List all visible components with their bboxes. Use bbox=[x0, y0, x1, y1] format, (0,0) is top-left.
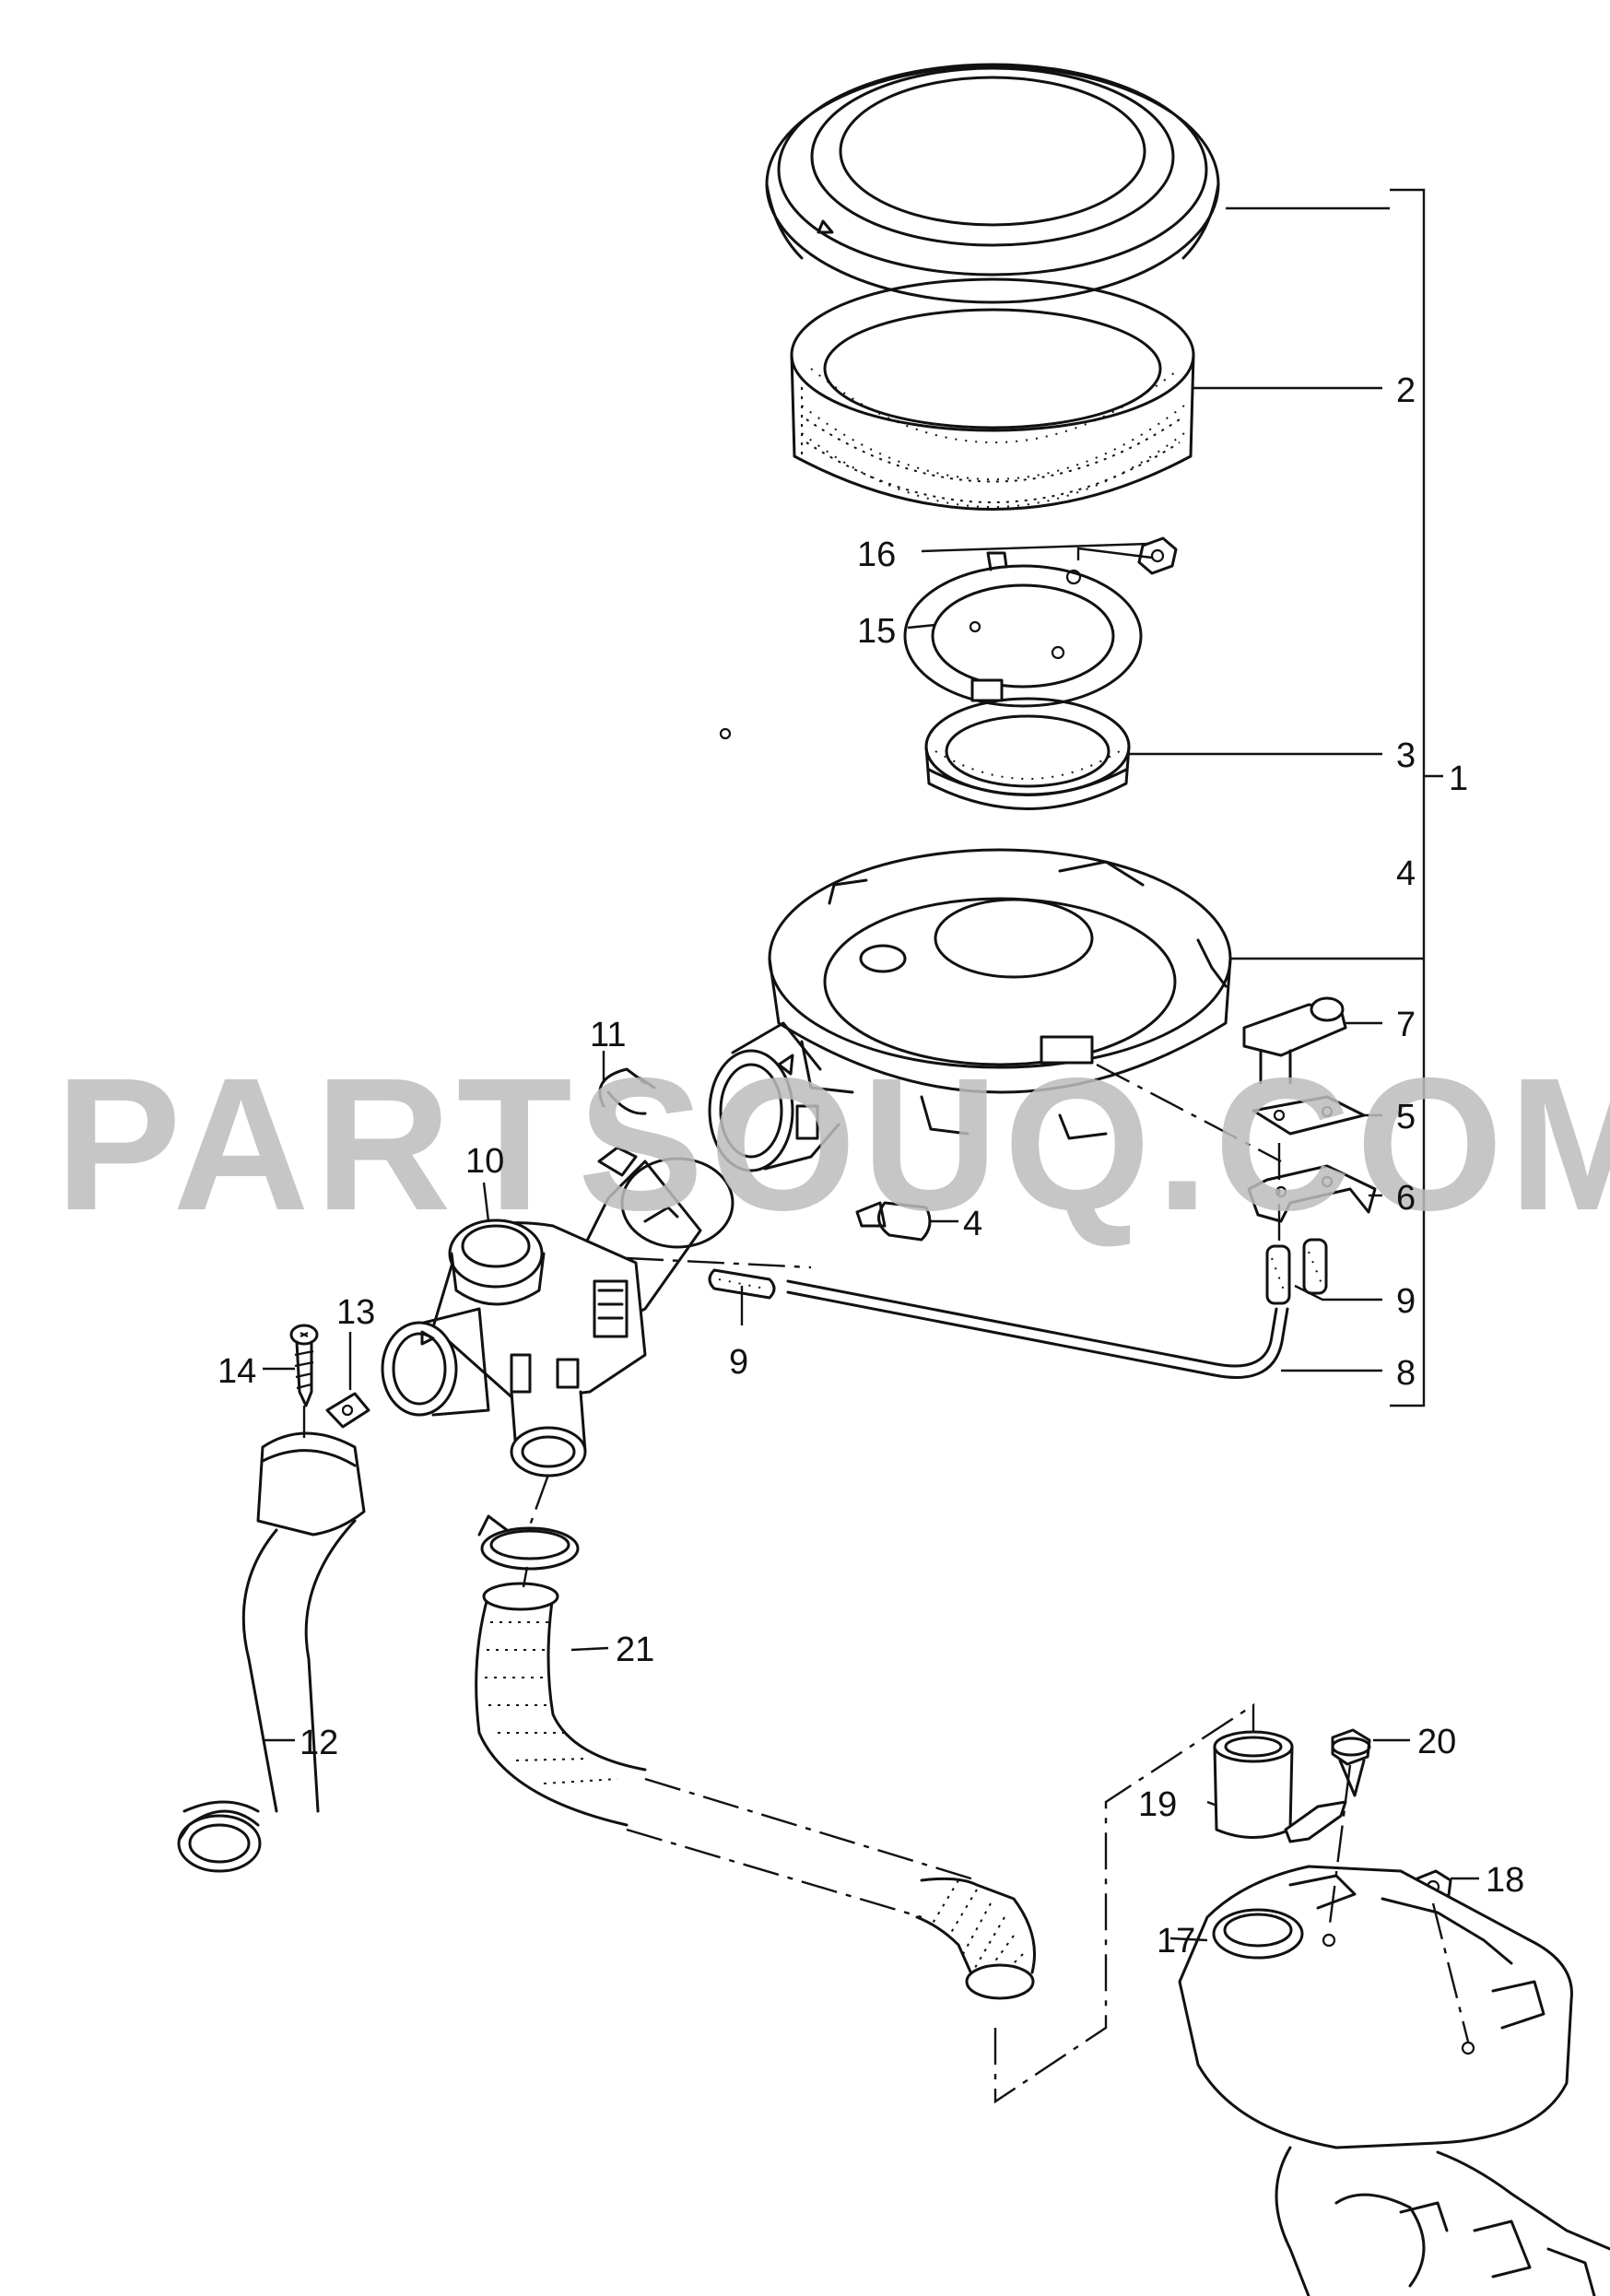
sealing-ring-part-3 bbox=[719, 678, 1131, 810]
callout-11: 11 bbox=[590, 1016, 626, 1054]
clip-part-4 bbox=[855, 1201, 932, 1242]
callout-21: 21 bbox=[616, 1631, 654, 1669]
callout-2: 2 bbox=[1396, 371, 1416, 410]
leader-lines bbox=[263, 206, 1479, 2043]
callout-15: 15 bbox=[857, 612, 896, 651]
callout-17: 17 bbox=[1157, 1922, 1195, 1960]
callout-4-clip: 4 bbox=[963, 1205, 982, 1243]
watermark-text: PARTSOUQ.COM bbox=[55, 1039, 1610, 1250]
callout-4-housing: 4 bbox=[1396, 854, 1416, 893]
callout-16: 16 bbox=[857, 536, 896, 574]
callout-14: 14 bbox=[217, 1352, 256, 1391]
callout-7: 7 bbox=[1396, 1006, 1416, 1044]
callout-6: 6 bbox=[1396, 1179, 1416, 1218]
sleeve-part-19 bbox=[1213, 1730, 1347, 1843]
shroud-part-17 bbox=[1178, 1865, 1610, 2296]
filter-lid-part bbox=[765, 63, 1220, 304]
corrugated-hose-part-21 bbox=[475, 1582, 1036, 2000]
callout-9-left: 9 bbox=[729, 1343, 748, 1382]
callout-18: 18 bbox=[1486, 1861, 1524, 1900]
callout-labels: 2 16 15 3 1 4 7 5 6 9 8 4 9 11 10 13 14 … bbox=[217, 371, 1524, 1960]
assembly-bracket-1 bbox=[1390, 188, 1443, 1407]
callout-20: 20 bbox=[1417, 1723, 1456, 1761]
callout-9-right: 9 bbox=[1396, 1282, 1416, 1321]
callout-1: 1 bbox=[1449, 759, 1468, 798]
filter-element-part bbox=[790, 277, 1195, 511]
intake-elbow-part-12 bbox=[177, 1431, 366, 1873]
regulator-housing-part-10 bbox=[381, 1146, 734, 1478]
callout-13: 13 bbox=[336, 1293, 375, 1332]
callout-12: 12 bbox=[300, 1724, 338, 1762]
callout-10: 10 bbox=[465, 1142, 504, 1181]
callout-8: 8 bbox=[1396, 1354, 1416, 1393]
callout-5: 5 bbox=[1396, 1098, 1416, 1136]
clip-nut-part-13 bbox=[325, 1392, 370, 1429]
callout-19: 19 bbox=[1138, 1785, 1177, 1824]
screw-part-14 bbox=[289, 1324, 319, 1407]
hose-filter-part-9 bbox=[708, 1268, 776, 1300]
hose-filter-pair-part-9 bbox=[1265, 1238, 1328, 1305]
hose-clamp bbox=[477, 1514, 580, 1571]
vacuum-hose-part-8 bbox=[786, 1279, 1289, 1379]
nut-part-16 bbox=[1137, 536, 1178, 575]
sensor-part-7 bbox=[1242, 996, 1347, 1085]
assembly-frame-dashed bbox=[993, 1702, 1255, 2104]
bracket-part-6 bbox=[1247, 1164, 1377, 1223]
nut-part-20 bbox=[1331, 1728, 1371, 1797]
callout-3: 3 bbox=[1396, 736, 1416, 775]
retaining-plate-part-15 bbox=[903, 551, 1143, 708]
